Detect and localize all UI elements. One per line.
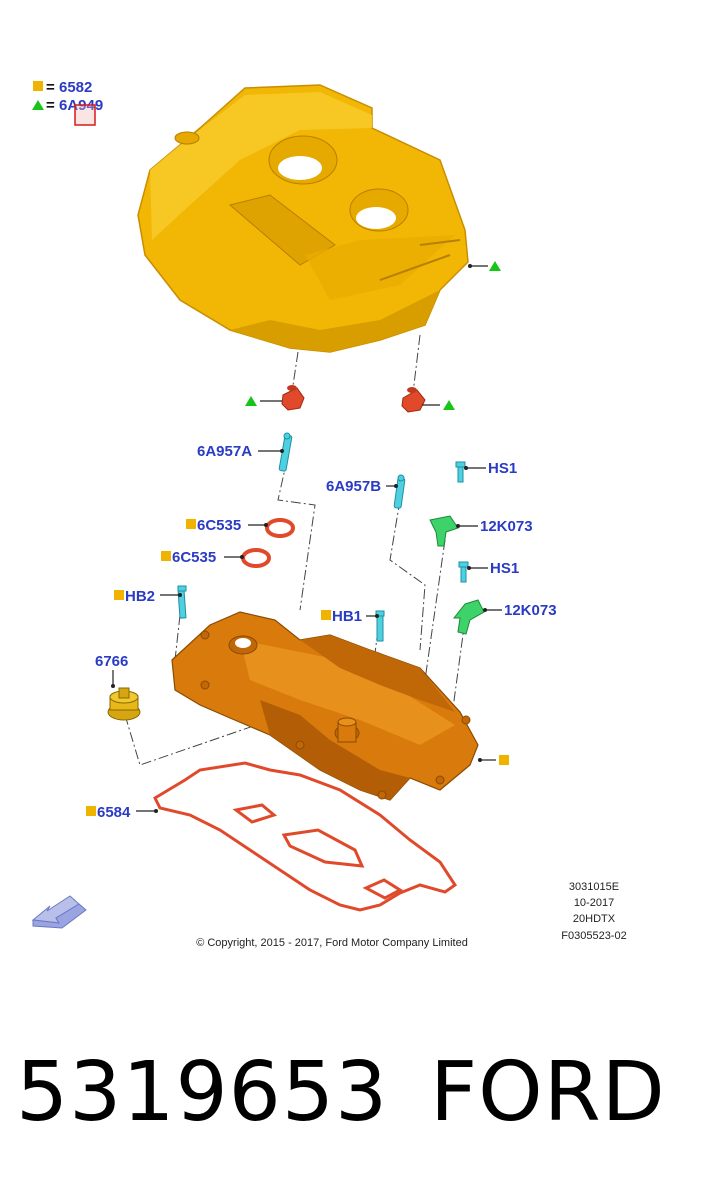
label-hb2-square-icon xyxy=(114,590,124,600)
oil-filler-cap xyxy=(107,687,141,721)
legend-square-icon xyxy=(33,81,43,91)
label-6a957b: 6A957B xyxy=(326,478,381,495)
note-line-4: F0305523-02 xyxy=(561,930,626,942)
legend-code-6582: 6582 xyxy=(59,79,92,96)
label-6c535-bottom: 6C535 xyxy=(172,549,216,566)
bolt-hb1 xyxy=(375,610,385,642)
label-6766: 6766 xyxy=(95,653,128,670)
label-6c535-top: 6C535 xyxy=(197,517,241,534)
bolt-hs1-top xyxy=(455,461,466,483)
orientation-arrow-icon xyxy=(31,895,87,929)
stud-6a957a xyxy=(278,432,293,472)
label-6584-square-icon xyxy=(86,806,96,816)
copyright: © Copyright, 2015 - 2017, Ford Motor Com… xyxy=(196,937,468,949)
parts-diagram: = 6582 = 6A949 xyxy=(31,79,627,949)
legend-eq-2: = xyxy=(46,97,55,114)
grommet-right-triangle-icon xyxy=(443,400,455,410)
valve-cover xyxy=(171,611,479,801)
sensor-12k073-mid xyxy=(452,599,485,635)
seal-6c535-top xyxy=(265,518,295,538)
grommet-left xyxy=(281,385,305,411)
label-hs1-top: HS1 xyxy=(488,460,517,477)
label-12k073-top: 12K073 xyxy=(480,518,533,535)
label-hb2: HB2 xyxy=(125,588,155,605)
brand-name: FORD xyxy=(430,1045,666,1140)
label-12k073-mid: 12K073 xyxy=(504,602,557,619)
label-hb1-square-icon xyxy=(321,610,331,620)
note-line-2: 10-2017 xyxy=(574,897,614,909)
label-6a957a: 6A957A xyxy=(197,443,252,460)
part-number: 5319653 xyxy=(16,1045,389,1140)
stud-6a957b xyxy=(393,474,406,509)
sensor-12k073-top xyxy=(429,515,459,547)
grommet-left-triangle-icon xyxy=(245,396,257,406)
bolt-hb2 xyxy=(177,585,187,619)
seal-6c535-bottom xyxy=(241,548,271,568)
bolt-hs1-mid xyxy=(458,561,469,583)
selection-box[interactable] xyxy=(74,104,96,126)
engine-cover xyxy=(137,84,469,353)
cover-triangle-marker-icon xyxy=(489,261,501,271)
legend-triangle-icon xyxy=(32,100,44,110)
label-6c535-bottom-square-icon xyxy=(161,551,171,561)
note-line-1: 3031015E xyxy=(569,881,619,893)
legend-eq-1: = xyxy=(46,79,55,96)
valve-cover-square-icon xyxy=(499,755,509,765)
legend: = 6582 = 6A949 xyxy=(32,79,103,126)
grommet-right xyxy=(401,387,426,413)
valve-cover-gasket xyxy=(153,761,458,912)
label-6c535-top-square-icon xyxy=(186,519,196,529)
label-6584: 6584 xyxy=(97,804,131,821)
label-hs1-mid: HS1 xyxy=(490,560,519,577)
note-line-3: 20HDTX xyxy=(573,913,616,925)
label-hb1: HB1 xyxy=(332,608,362,625)
